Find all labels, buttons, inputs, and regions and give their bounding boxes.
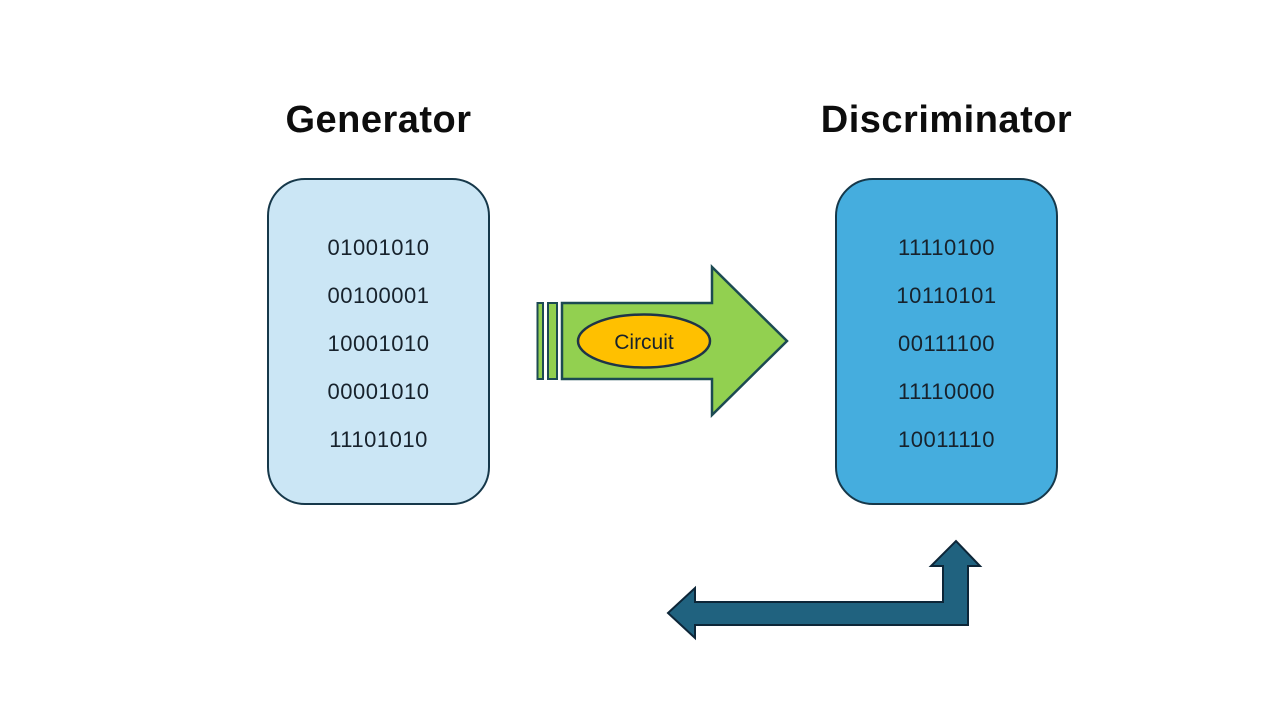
feedback-arrow-shape <box>666 539 983 641</box>
striped-right-arrow-icon: Circuit <box>536 264 789 418</box>
binary-value: 00100001 <box>327 283 430 308</box>
generator-binary-list: 01001010 00100001 10001010 00001010 1110… <box>269 180 488 503</box>
arrow-stripe-thin <box>536 302 544 380</box>
discriminator-title: Discriminator <box>820 99 1073 141</box>
discriminator-binary-list: 11110100 10110101 00111100 11110000 1001… <box>837 180 1056 503</box>
binary-value: 10011110 <box>898 427 995 452</box>
binary-value: 01001010 <box>327 235 430 260</box>
arrow-stripe-thick <box>547 302 558 380</box>
binary-value: 11101010 <box>329 427 428 452</box>
binary-value: 11110100 <box>898 235 995 260</box>
circuit-label: Circuit <box>614 331 674 354</box>
binary-value: 10110101 <box>896 283 997 308</box>
binary-value: 11110000 <box>898 379 995 404</box>
binary-value: 00001010 <box>327 379 430 404</box>
generator-title: Generator <box>285 99 472 141</box>
binary-value: 10001010 <box>327 331 430 356</box>
circuit-ellipse <box>576 313 712 369</box>
discriminator-box: 11110100 10110101 00111100 11110000 1001… <box>835 178 1058 505</box>
bent-double-arrow-icon <box>666 539 983 641</box>
binary-value: 00111100 <box>898 331 995 356</box>
generator-box: 01001010 00100001 10001010 00001010 1110… <box>267 178 490 505</box>
